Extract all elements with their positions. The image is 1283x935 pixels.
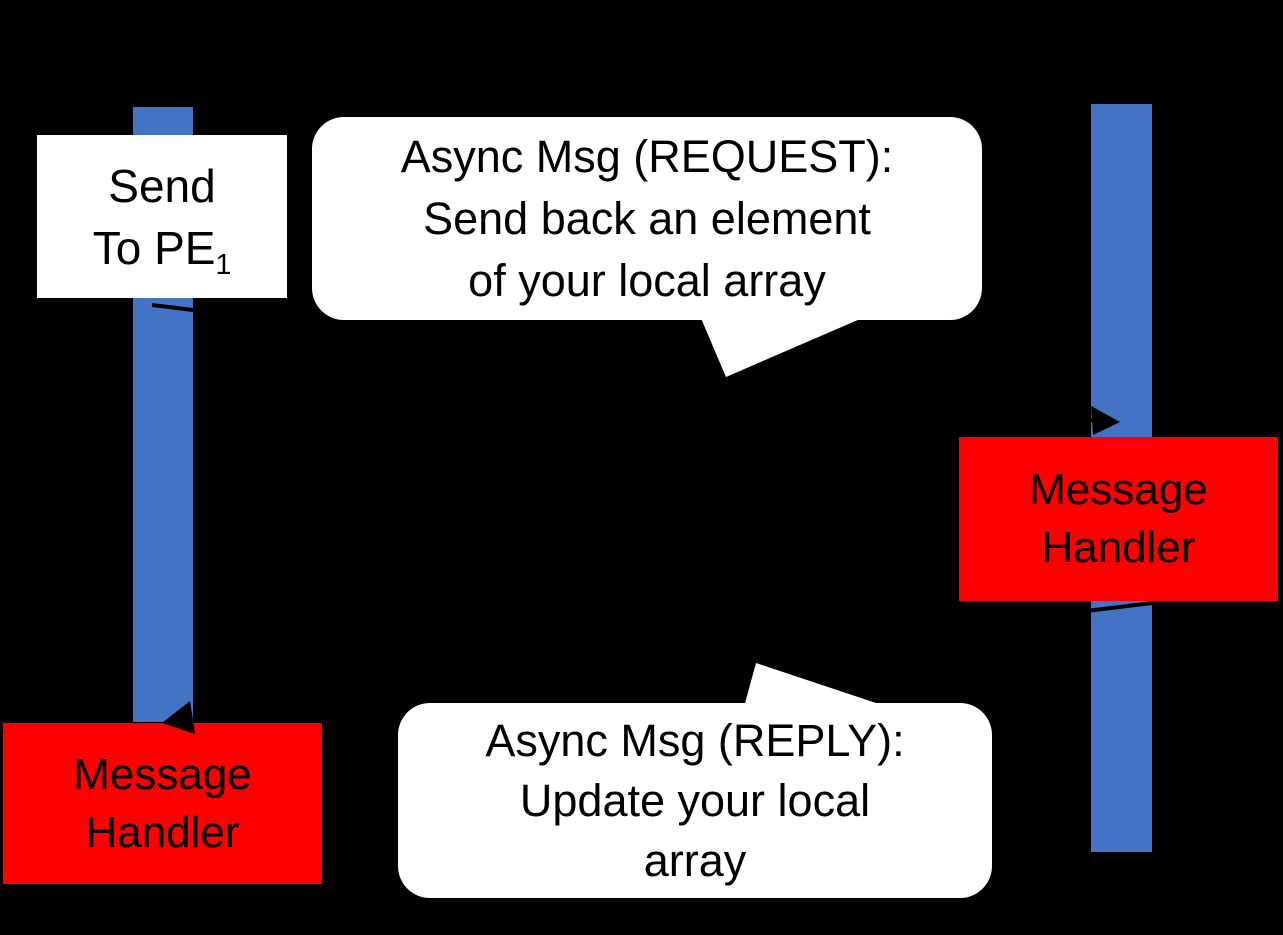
reply-callout-tail <box>744 663 888 707</box>
request-callout-line: Async Msg (REQUEST): <box>400 130 894 182</box>
request-callout-line: of your local array <box>468 254 826 306</box>
request-callout-tail <box>700 316 867 377</box>
handler-label-line: Handler <box>1041 523 1196 572</box>
request-callout: Async Msg (REQUEST): Send back an elemen… <box>312 117 982 320</box>
send-box-target-text: To PE <box>92 221 216 274</box>
send-box-line: To PE1 <box>93 217 232 279</box>
handler-label-line: Handler <box>85 807 240 857</box>
request-arrow <box>151 303 1120 435</box>
pe0-send-box: Send To PE1 <box>37 135 287 298</box>
pe1-message-handler-box: Message Handler <box>959 437 1278 601</box>
send-box-line: Send <box>108 159 216 212</box>
send-box-target-subscript: 1 <box>215 248 232 281</box>
request-callout-line: Send back an element <box>423 192 871 244</box>
reply-callout-line: Async Msg (REPLY): <box>485 714 905 766</box>
reply-callout: Async Msg (REPLY): Update your local arr… <box>398 703 992 898</box>
pe0-message-handler-box: Message Handler <box>3 723 322 884</box>
handler-label-line: Message <box>1029 465 1208 514</box>
reply-callout-line: Update your local <box>519 774 871 826</box>
request-arrow-line <box>151 303 1099 423</box>
handler-label-line: Message <box>73 749 252 799</box>
reply-callout-line: array <box>643 834 747 886</box>
